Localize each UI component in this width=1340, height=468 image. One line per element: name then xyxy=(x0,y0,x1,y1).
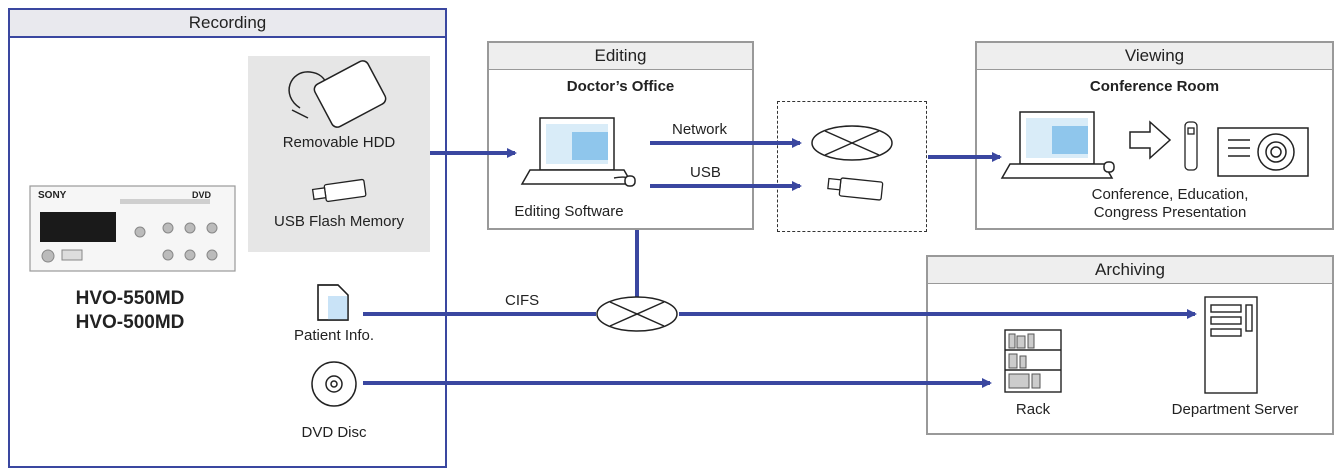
archiving-title: Archiving xyxy=(928,257,1332,284)
network-label: Network xyxy=(672,121,728,138)
device-badge: DVD xyxy=(192,190,212,200)
patient-info-label: Patient Info. xyxy=(293,327,375,344)
recording-panel: Recording xyxy=(8,8,447,468)
hollow-arrow-icon xyxy=(1129,120,1172,160)
dvd-disc-icon xyxy=(311,361,357,407)
usb-stick-icon xyxy=(827,177,884,201)
device-model-1: HVO-550MD xyxy=(75,288,185,309)
archiving-panel: Archiving xyxy=(926,255,1334,435)
recorder-device-icon xyxy=(29,185,236,272)
viewing-laptop-icon xyxy=(1000,111,1115,179)
rack-icon xyxy=(1004,329,1062,393)
server-label: Department Server xyxy=(1171,401,1299,418)
rack-label: Rack xyxy=(1015,401,1051,418)
editing-laptop-icon xyxy=(520,117,636,187)
usb-flash-icon xyxy=(311,178,367,203)
connection-lines xyxy=(363,138,1197,388)
diagram-graphics xyxy=(29,60,1309,407)
cifs-hub-icon xyxy=(596,296,678,332)
editing-software-label: Editing Software xyxy=(514,203,624,220)
transfer-dashed-box xyxy=(777,101,927,232)
projector-icon xyxy=(1217,127,1309,177)
server-icon xyxy=(1204,296,1258,394)
removable-hdd-icon xyxy=(288,60,387,128)
dvd-disc-label: DVD Disc xyxy=(301,424,367,441)
removable-hdd-label: Removable HDD xyxy=(282,134,396,151)
viewing-location: Conference Room xyxy=(1089,78,1220,95)
remote-control-icon xyxy=(1184,121,1198,171)
editing-location: Doctor’s Office xyxy=(566,78,675,95)
recording-title: Recording xyxy=(10,10,445,38)
editing-title: Editing xyxy=(489,43,752,70)
viewing-caption-line-2: Congress Presentation xyxy=(1093,204,1247,221)
editing-panel: Editing Doctor’s Office xyxy=(487,41,754,230)
device-brand: SONY xyxy=(38,190,67,201)
usb-label: USB xyxy=(690,164,721,181)
device-model-2: HVO-500MD xyxy=(75,312,185,333)
cifs-label: CIFS xyxy=(505,292,540,309)
viewing-panel: Viewing Conference Room xyxy=(975,41,1334,230)
patient-info-icon xyxy=(317,284,349,321)
usb-flash-label: USB Flash Memory xyxy=(273,213,405,230)
viewing-title: Viewing xyxy=(977,43,1332,70)
network-hub-icon xyxy=(811,125,893,161)
viewing-caption-line-1: Conference, Education, xyxy=(1091,186,1249,203)
